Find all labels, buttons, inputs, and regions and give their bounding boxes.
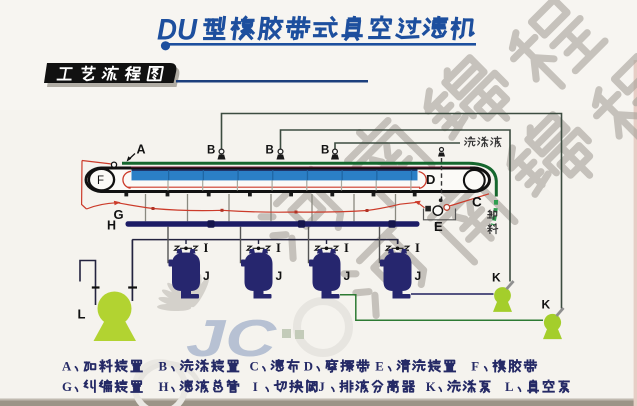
svg-text:DU: DU xyxy=(157,14,198,47)
svg-text:J: J xyxy=(203,269,210,283)
svg-text:B: B xyxy=(159,360,168,374)
svg-text:J: J xyxy=(276,269,283,283)
svg-text:H: H xyxy=(159,380,169,394)
svg-text:J: J xyxy=(415,269,422,283)
svg-text:G: G xyxy=(62,380,72,394)
svg-text:A: A xyxy=(62,360,72,374)
svg-text:L: L xyxy=(505,380,514,394)
svg-text:B: B xyxy=(207,145,215,157)
svg-text:B: B xyxy=(321,145,329,157)
svg-text:E: E xyxy=(375,360,384,374)
svg-text:K: K xyxy=(426,380,436,394)
svg-text:E: E xyxy=(434,219,443,234)
svg-text:J: J xyxy=(344,269,351,283)
svg-text:F: F xyxy=(97,175,104,187)
svg-text:I: I xyxy=(415,241,420,255)
svg-text:A: A xyxy=(137,143,146,157)
svg-text:F: F xyxy=(471,360,479,374)
svg-text:K: K xyxy=(492,271,501,285)
svg-text:D: D xyxy=(304,360,313,374)
svg-text:H: H xyxy=(107,219,116,233)
svg-text:J: J xyxy=(318,380,325,394)
svg-text:G: G xyxy=(114,207,124,222)
svg-text:C: C xyxy=(472,195,482,210)
svg-text:B: B xyxy=(266,145,274,157)
svg-text:D: D xyxy=(426,172,435,187)
svg-text:I: I xyxy=(344,241,349,255)
svg-text:K: K xyxy=(542,298,551,312)
svg-text:L: L xyxy=(78,307,86,322)
svg-text:JC: JC xyxy=(186,310,278,368)
svg-text:I: I xyxy=(276,241,281,255)
svg-text:I: I xyxy=(253,380,258,394)
svg-text:I: I xyxy=(204,241,209,255)
svg-text:C: C xyxy=(250,360,259,374)
